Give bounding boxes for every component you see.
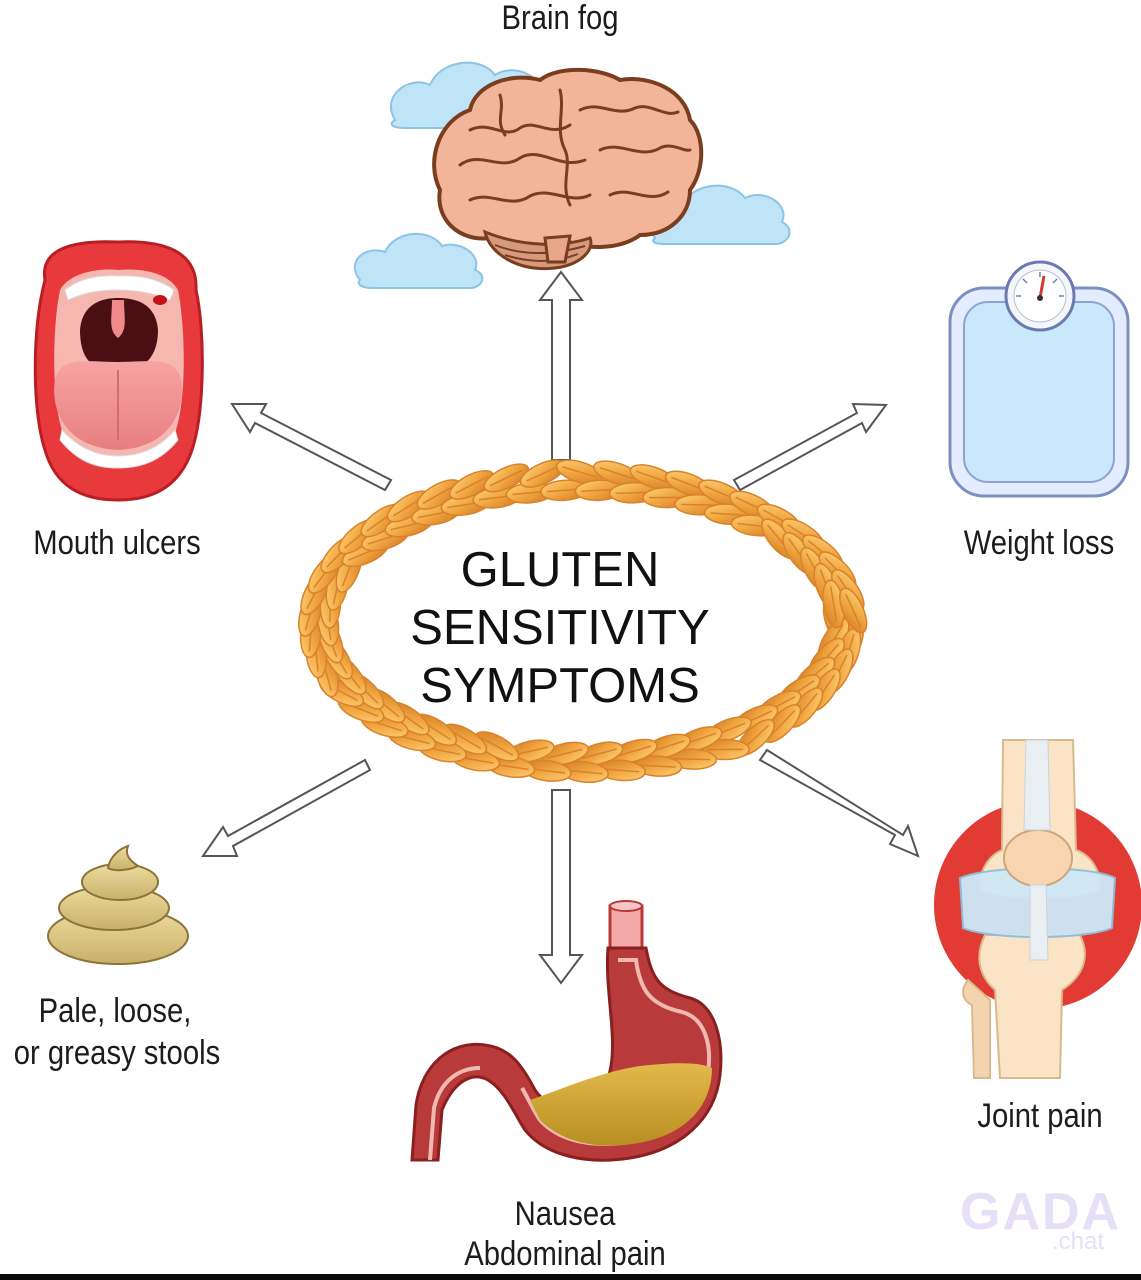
mouth-icon xyxy=(33,240,204,502)
arrow-up xyxy=(538,270,584,461)
wheat-grain xyxy=(596,759,646,782)
label-abdominal-pain: Abdominal pain xyxy=(464,1235,666,1273)
wheat-grain-ring xyxy=(298,459,868,783)
center-title-line2: SENSITIVITY xyxy=(410,601,710,655)
center-title-line3: SYMPTOMS xyxy=(420,659,700,713)
arrow-down-left xyxy=(201,758,372,857)
arrow-down-right xyxy=(758,748,920,858)
watermark-sub: .chat xyxy=(1052,1228,1105,1255)
arrow-up-left xyxy=(230,403,393,492)
brain-icon xyxy=(353,61,791,289)
label-mouth-ulcers: Mouth ulcers xyxy=(33,524,201,562)
label-joint-pain: Joint pain xyxy=(977,1097,1103,1135)
wheat-grain xyxy=(555,459,604,485)
center-title-line1: GLUTEN xyxy=(460,543,660,597)
bottom-border xyxy=(0,1274,1141,1280)
stool-icon xyxy=(47,844,189,965)
label-stools-line2: or greasy stools xyxy=(13,1034,221,1072)
watermark-logo: GADA xyxy=(960,1183,1122,1241)
wheat-grain xyxy=(483,463,530,493)
arrow-down xyxy=(538,789,584,985)
label-brain-fog: Brain fog xyxy=(501,0,619,37)
label-nausea: Nausea xyxy=(514,1195,616,1233)
scale-icon xyxy=(948,260,1130,498)
knee-icon xyxy=(934,739,1141,1079)
stomach-icon xyxy=(410,900,723,1162)
arrow-up-right xyxy=(732,402,888,492)
label-stools-line1: Pale, loose, xyxy=(38,992,192,1030)
wheat-grain xyxy=(839,587,868,634)
label-weight-loss: Weight loss xyxy=(963,524,1115,562)
